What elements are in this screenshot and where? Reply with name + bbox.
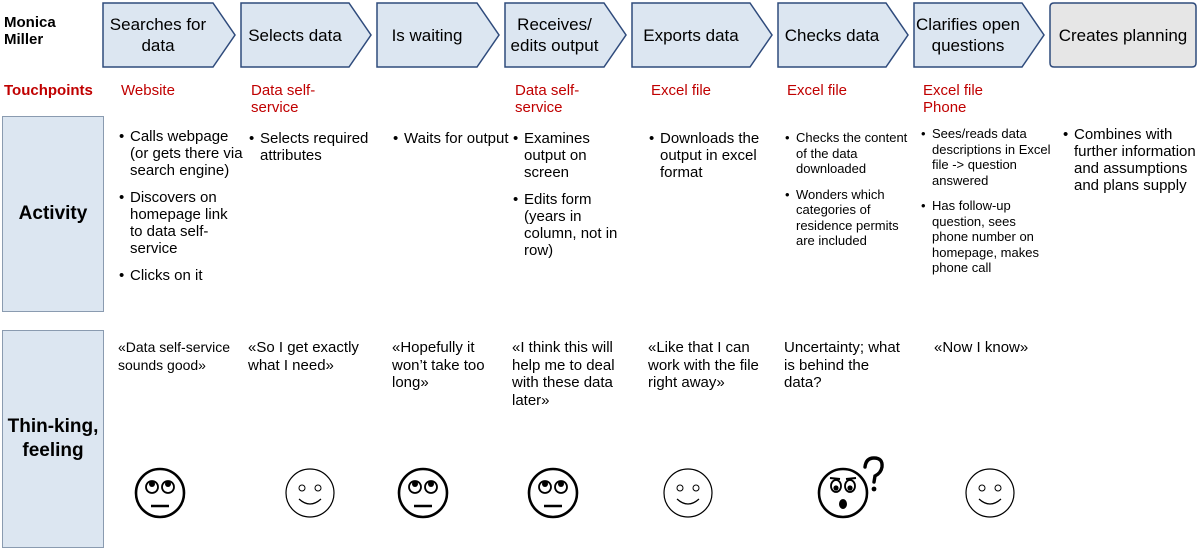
smiling-face-icon bbox=[663, 468, 713, 518]
touchpoint-text: Excel file bbox=[651, 82, 712, 99]
stage-shape bbox=[631, 2, 773, 68]
smiling-face-icon bbox=[285, 468, 335, 518]
activity-item: Waits for output bbox=[393, 130, 510, 147]
smiling-face-icon bbox=[965, 468, 1015, 518]
stage-shape bbox=[777, 2, 909, 68]
touchpoint-text: Website bbox=[121, 82, 175, 99]
thinking-quote: Uncertainty; what is behind the data? bbox=[784, 339, 900, 391]
thinking-feeling-label: Thin-king, feeling bbox=[2, 330, 104, 548]
activity-item: Combines with further information and as… bbox=[1063, 126, 1200, 194]
activity-label: Activity bbox=[2, 116, 104, 312]
thinking-quote: «Hopefully it won’t take too long» bbox=[392, 339, 485, 391]
eye-roll-face-icon bbox=[397, 467, 449, 519]
activity-list: Selects required attributes bbox=[248, 130, 382, 174]
thinking-quote: «Like that I can work with the file righ… bbox=[648, 339, 759, 391]
thinking-quote: «Now I know» bbox=[934, 339, 1029, 356]
activity-list: Combines with further information and as… bbox=[1062, 126, 1200, 204]
activity-item: Clicks on it bbox=[119, 267, 244, 284]
activity-item: Examines output on screen bbox=[513, 130, 632, 181]
touchpoint-text: Excel file bbox=[787, 82, 848, 99]
activity-item: Calls webpage (or gets there via search … bbox=[119, 128, 244, 179]
stage-label: Searches for data bbox=[109, 15, 207, 55]
thinking-quote: «Data self-service sounds good» bbox=[118, 339, 231, 373]
touchpoint-text: Excel file Phone bbox=[923, 82, 984, 116]
activity-list: Sees/reads data descriptions in Excel fi… bbox=[920, 126, 1054, 286]
stage-label: Selects data bbox=[248, 25, 342, 45]
activity-list: Checks the content of the data downloade… bbox=[784, 130, 910, 259]
thinking-quote: «So I get exactly what I need» bbox=[248, 339, 359, 374]
activity-item: Discovers on homepage link to data self-… bbox=[119, 189, 244, 257]
activity-list: Calls webpage (or gets there via search … bbox=[118, 128, 244, 294]
stage-shape bbox=[376, 2, 500, 68]
touchpoints-label: Touchpoints bbox=[4, 82, 93, 99]
stage-label: Creates planning bbox=[1058, 25, 1188, 45]
stage-shape bbox=[913, 2, 1045, 68]
surprised-face-icon bbox=[817, 467, 869, 519]
stage-label: Is waiting bbox=[391, 25, 463, 45]
stage-label: Receives/ edits output bbox=[510, 15, 599, 55]
activity-item: Checks the content of the data downloade… bbox=[785, 130, 910, 177]
eye-roll-face-icon bbox=[527, 467, 579, 519]
thinking-quote: «I think this will help me to deal with … bbox=[512, 339, 615, 409]
stage-shape bbox=[102, 2, 236, 68]
eye-roll-face-icon bbox=[134, 467, 186, 519]
stage-shape bbox=[1049, 2, 1197, 68]
activity-list: Examines output on screenEdits form (yea… bbox=[512, 130, 632, 269]
activity-item: Selects required attributes bbox=[249, 130, 382, 164]
touchpoint-text: Data self-service bbox=[251, 82, 316, 116]
activity-list: Downloads the output in excel format bbox=[648, 130, 782, 191]
stage-shape bbox=[504, 2, 627, 68]
activity-item: Downloads the output in excel format bbox=[649, 130, 782, 181]
stage-label: Checks data bbox=[784, 25, 880, 45]
activity-item: Has follow-up question, sees phone numbe… bbox=[921, 198, 1054, 276]
touchpoint-text: Data self-service bbox=[515, 82, 580, 116]
activity-item: Edits form (years in column, not in row) bbox=[513, 191, 632, 259]
stage-label: Clarifies open questions bbox=[916, 15, 1020, 55]
stage-shape bbox=[240, 2, 372, 68]
activity-list: Waits for output bbox=[392, 130, 510, 157]
activity-item: Sees/reads data descriptions in Excel fi… bbox=[921, 126, 1054, 188]
question-mark-icon bbox=[863, 456, 884, 492]
persona-name: Monica Miller bbox=[4, 14, 56, 48]
activity-item: Wonders which categories of residence pe… bbox=[785, 187, 910, 249]
stage-label: Exports data bbox=[643, 25, 739, 45]
